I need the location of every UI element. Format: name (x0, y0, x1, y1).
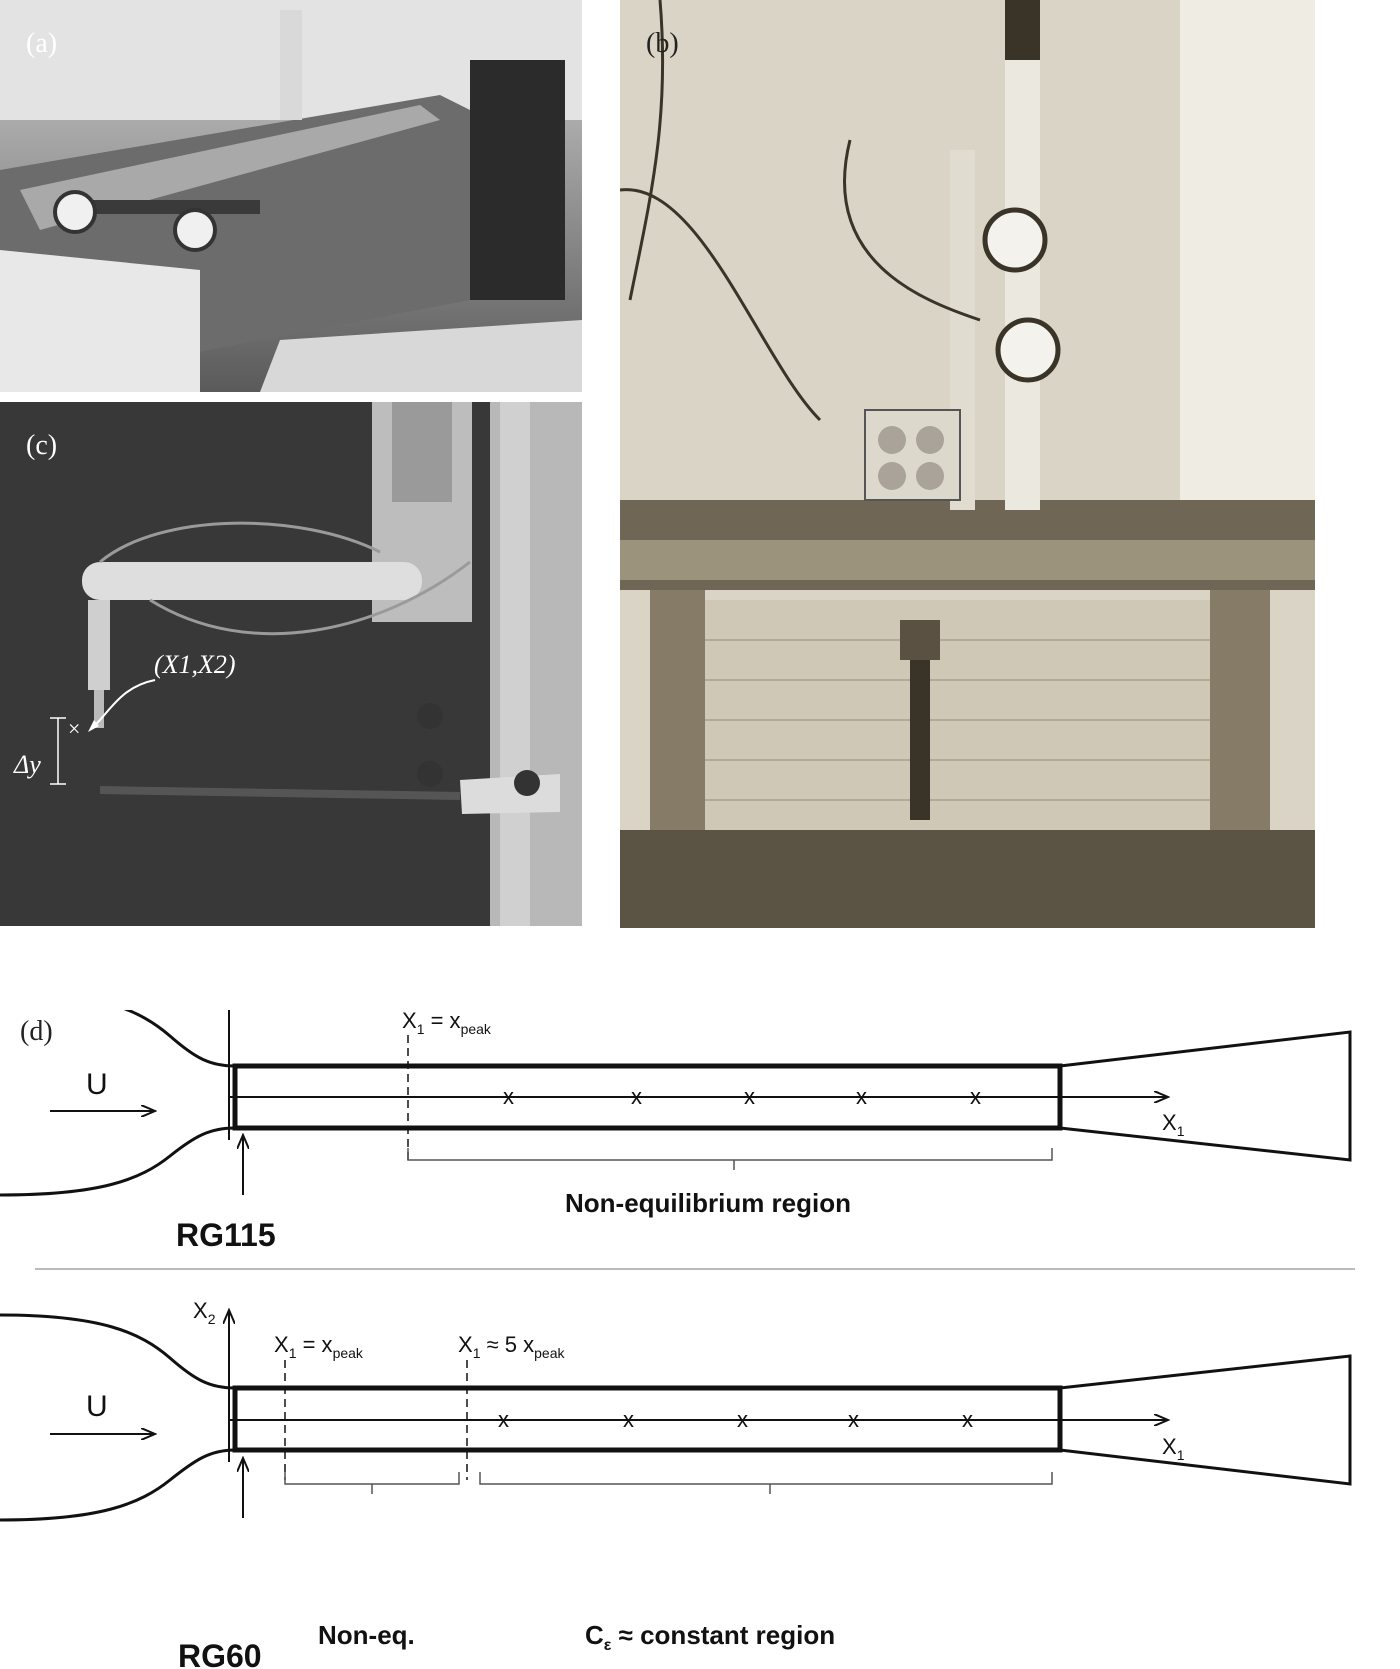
bottom-x5peak-label: X1 ≈ 5 xpeak (458, 1332, 565, 1361)
bottom-xpeak-label: X1 = xpeak (274, 1332, 364, 1361)
probe-point-marker: × (68, 716, 81, 741)
top-flow-label: U (86, 1068, 108, 1101)
bottom-marker-1: x (498, 1407, 509, 1432)
bottom-marker-3: x (737, 1407, 748, 1432)
contraction-upper-wall (123, 1010, 236, 1068)
top-marker-5: x (970, 1084, 981, 1109)
top-marker-3: x (744, 1084, 755, 1109)
contraction-lower-wall (0, 1126, 236, 1197)
diffuser-outline-2 (1059, 1354, 1352, 1486)
traverse-photo (620, 0, 1315, 928)
bottom-region2-label: Cε ≈ constant region (585, 1620, 835, 1654)
panel-label-d: (d) (20, 1016, 53, 1047)
bottom-x2-label: X2 (193, 1298, 216, 1327)
bottom-marker-2: x (623, 1407, 634, 1432)
photo-panel-a (0, 0, 582, 392)
tunnel-schematic: X2 X1 U RG115 X1 = xpeak Non-equilibrium… (0, 1010, 1355, 1669)
photo-panel-b (620, 0, 1315, 928)
top-xpeak-label: X1 = xpeak (402, 1010, 492, 1037)
bottom-marker-5: x (962, 1407, 973, 1432)
rg60-schematic (0, 1310, 1352, 1522)
contraction-upper-wall-2 (0, 1313, 236, 1390)
bottom-x1-label: X1 (1162, 1434, 1185, 1463)
region-brace (407, 1148, 1053, 1170)
diffuser-outline (1059, 1030, 1352, 1162)
coord-label: (X1,X2) (154, 650, 236, 679)
top-marker-4: x (856, 1084, 867, 1109)
bottom-marker-4: x (848, 1407, 859, 1432)
photo-panel-c (0, 402, 582, 926)
probe-photo (0, 402, 582, 926)
bottom-flow-label: U (86, 1390, 108, 1423)
panel-label-a: (a) (26, 28, 58, 59)
top-marker-2: x (631, 1084, 642, 1109)
delta-y-label: Δy (14, 750, 41, 779)
bottom-region1-label: Non-eq. (318, 1620, 415, 1650)
top-grid-name: RG115 (176, 1217, 276, 1253)
flume-photo (0, 0, 582, 392)
panel-label-c: (c) (26, 430, 58, 461)
contraction-lower-wall-2 (0, 1448, 236, 1522)
panel-label-b: (b) (646, 28, 679, 59)
top-x1-label: X1 (1162, 1110, 1185, 1139)
rg115-schematic (0, 1010, 1352, 1197)
region-brace-1 (284, 1472, 460, 1494)
region-brace-2 (479, 1472, 1053, 1494)
top-region-label: Non-equilibrium region (565, 1188, 851, 1218)
top-marker-1: x (503, 1084, 514, 1109)
bottom-grid-name: RG60 (178, 1638, 262, 1669)
